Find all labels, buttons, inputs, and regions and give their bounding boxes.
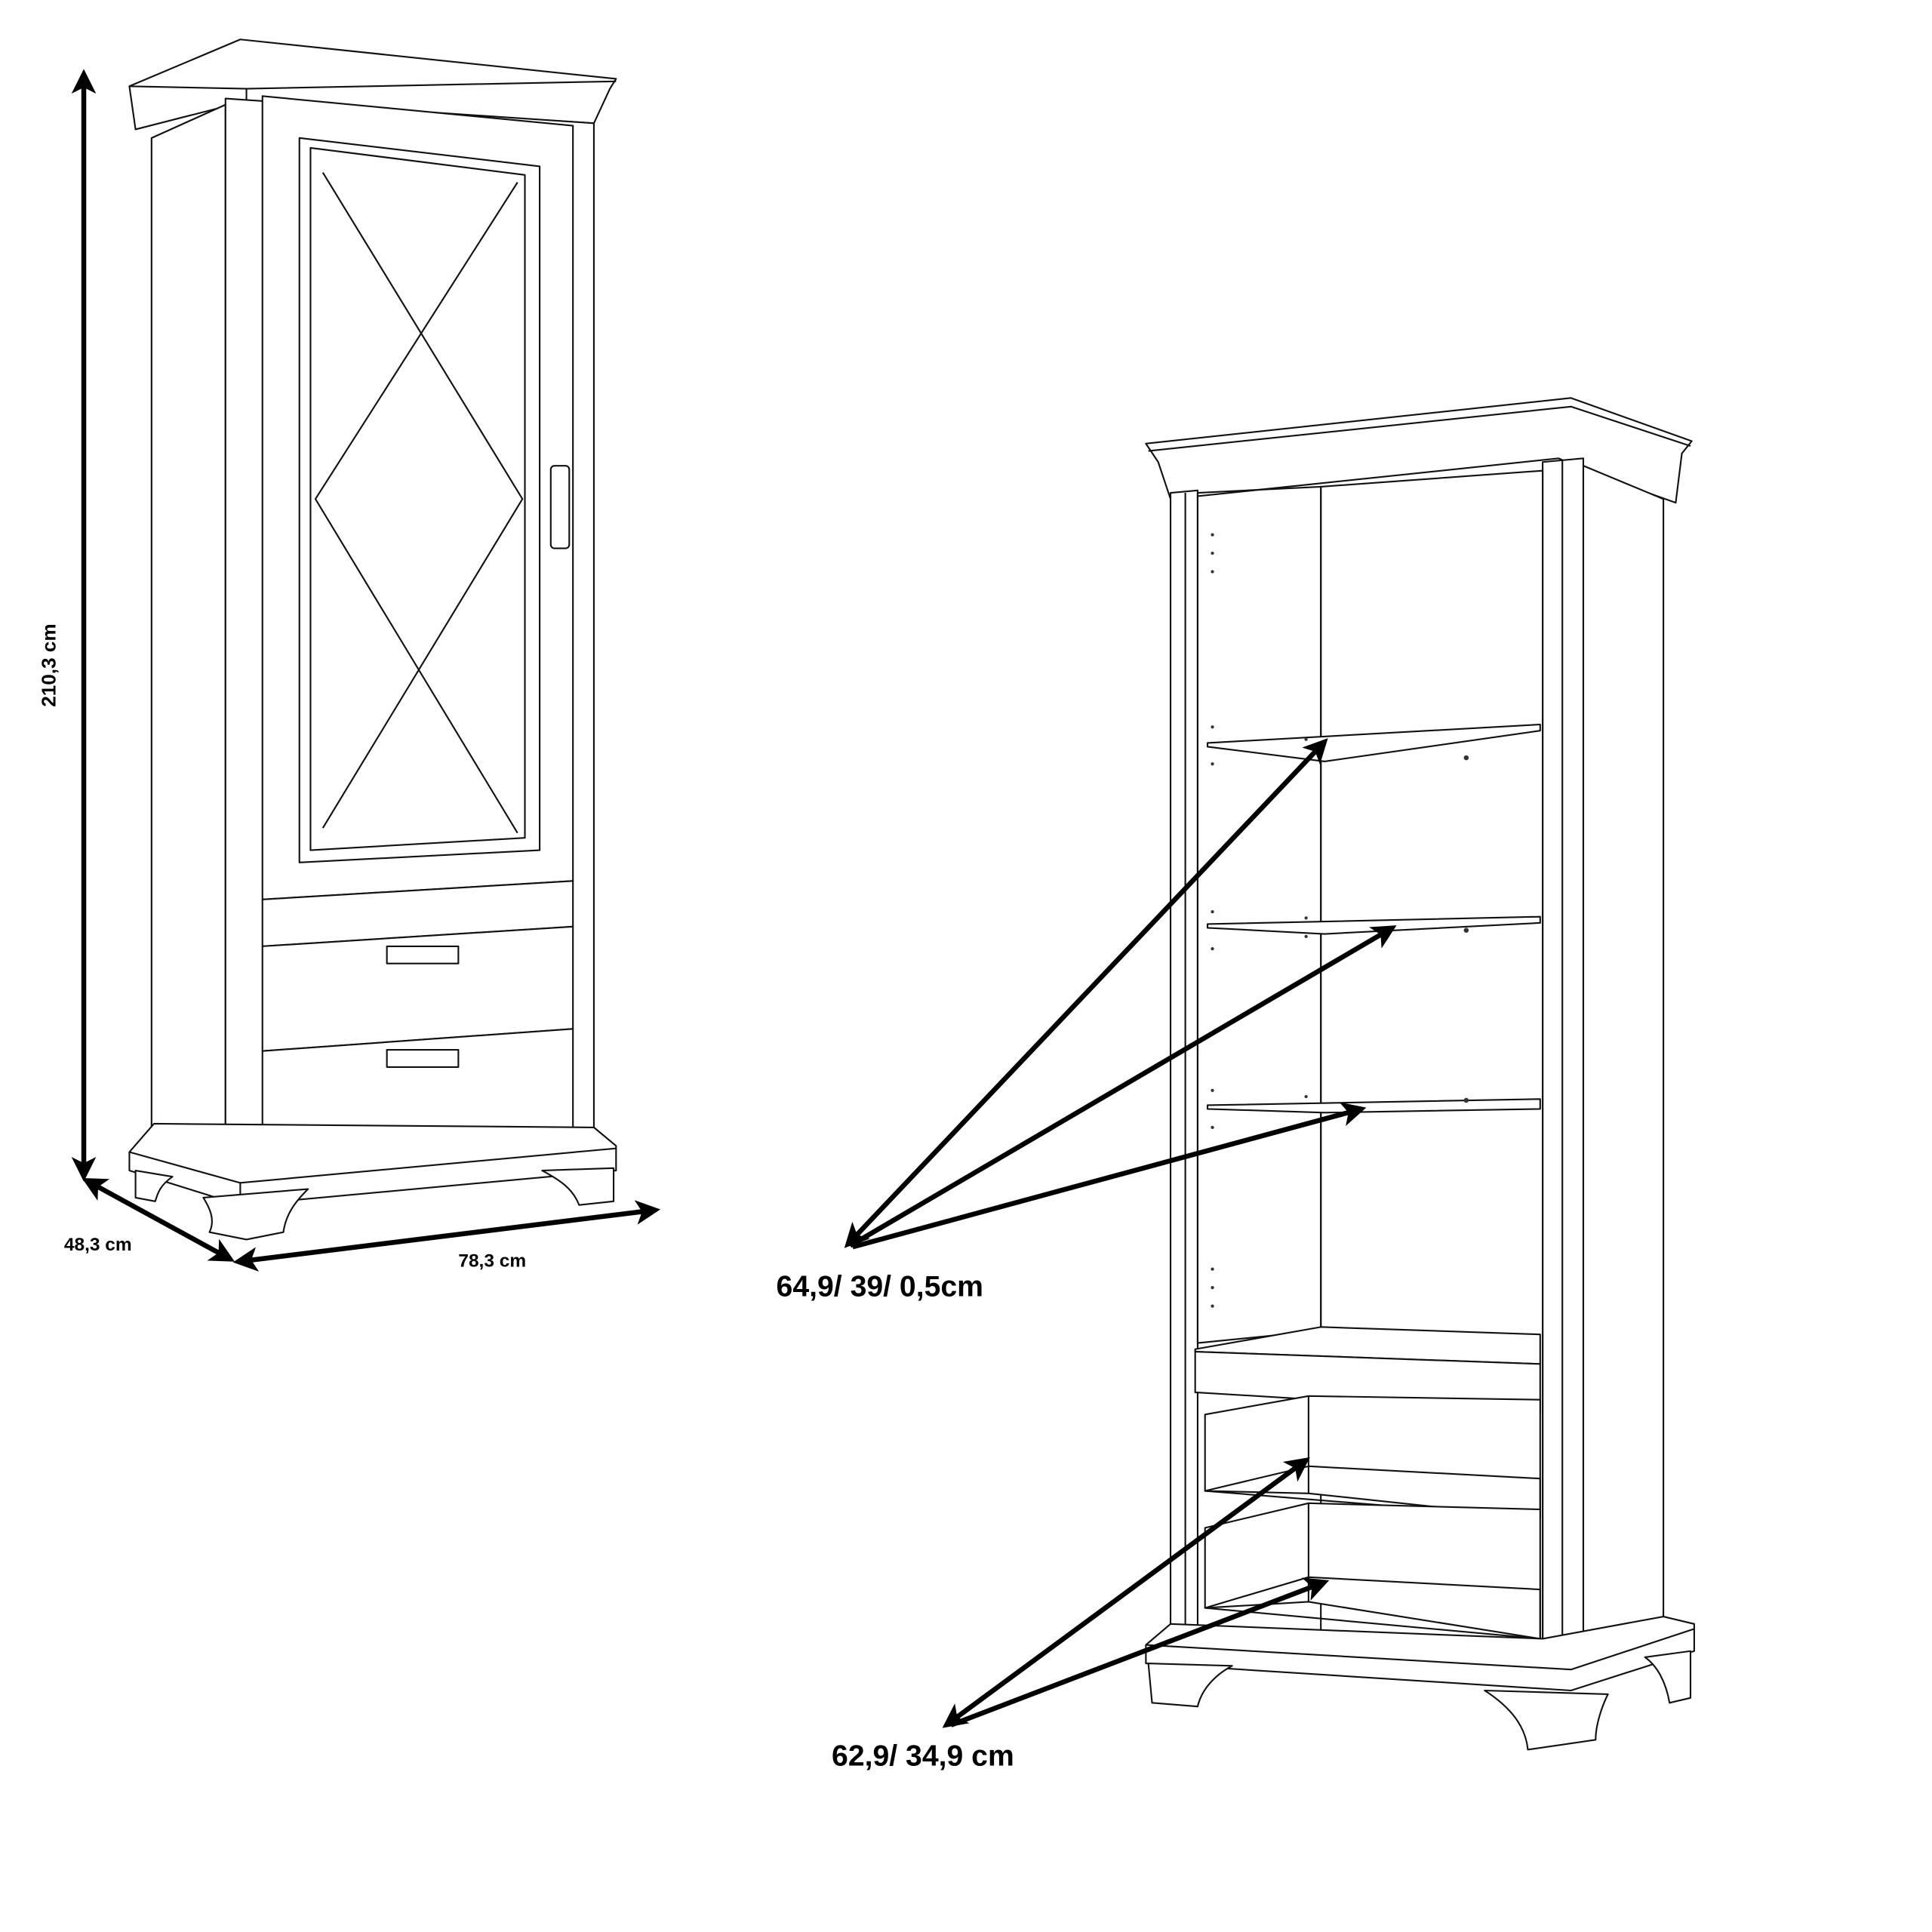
drawer-callout-arrow: [942, 1457, 1310, 1728]
shelf-callout-arrow: [851, 1102, 1367, 1250]
depth-arrow: [82, 1177, 235, 1262]
glass-pane: [309, 146, 526, 851]
side-panel: [1582, 465, 1665, 1658]
foot: [202, 1188, 309, 1241]
left-post: [1169, 489, 1198, 1630]
cornice: [128, 38, 617, 131]
side-panel: [150, 103, 226, 1165]
open-cabinet-drawing: [1145, 397, 1695, 1751]
drawer-handle: [386, 945, 460, 964]
depth-label: 48,3 cm: [64, 1235, 132, 1255]
foot: [541, 1167, 615, 1206]
height-label: 210,3 cm: [37, 623, 60, 706]
door-handle: [549, 465, 571, 549]
foot: [1147, 1663, 1233, 1708]
shelf-callout-arrow: [844, 738, 1328, 1248]
width-label: 78,3 cm: [458, 1251, 526, 1271]
foot: [1484, 1689, 1609, 1751]
drawer-handle: [386, 1048, 460, 1068]
width-arrow: [232, 1200, 661, 1272]
plinth: [128, 1122, 617, 1206]
shelf-callout-arrow: [848, 925, 1397, 1248]
lattice-bar: [314, 182, 518, 834]
shelf-dimensions-label: 64,9/ 39/ 0,5cm: [777, 1271, 983, 1303]
foot: [1644, 1650, 1692, 1704]
lattice-bar: [321, 172, 524, 829]
drawer-callout-arrow: [950, 1577, 1330, 1727]
drawer-dimensions-label: 62,9/ 34,9 cm: [832, 1740, 1014, 1773]
closed-cabinet-drawing: [128, 38, 617, 1241]
foot: [134, 1169, 174, 1202]
